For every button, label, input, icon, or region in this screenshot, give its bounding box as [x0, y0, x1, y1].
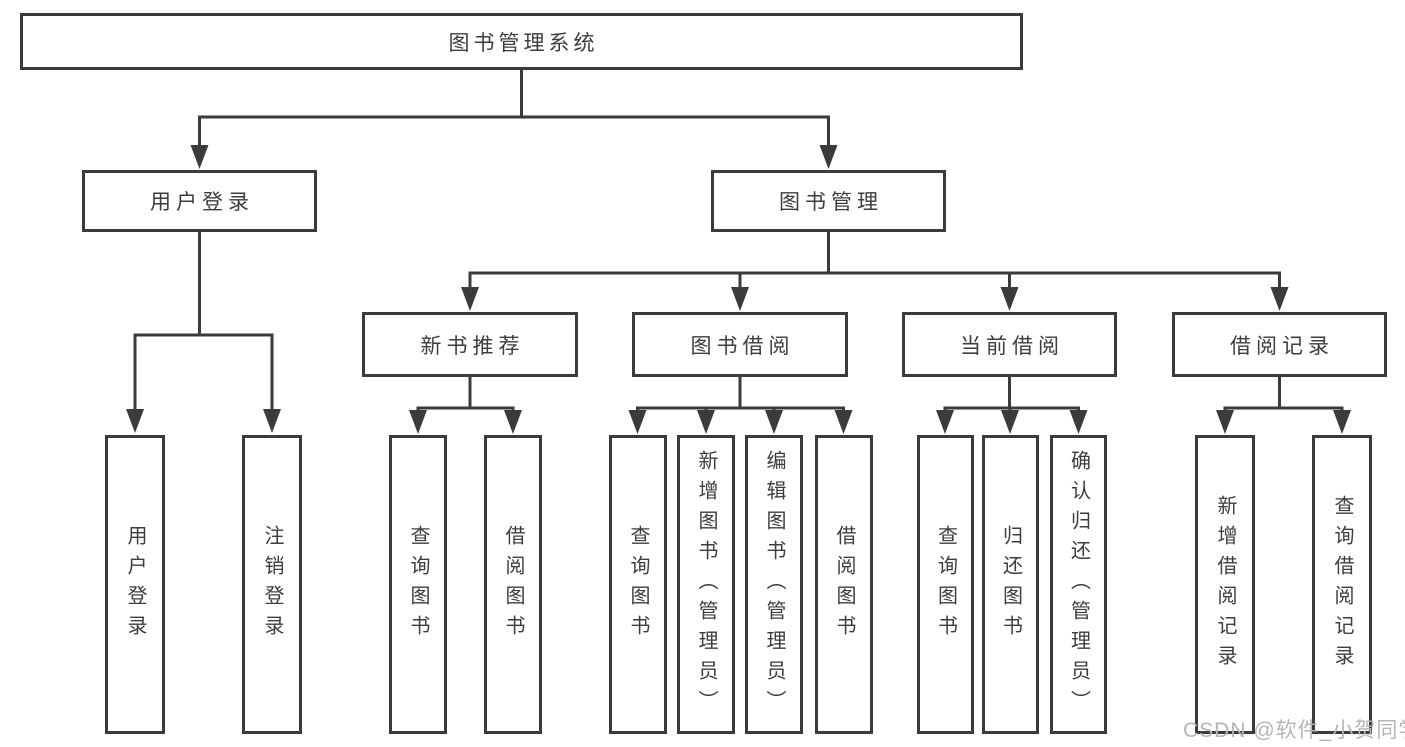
- leaf-borrow-books: 借阅图书: [815, 435, 873, 734]
- node-label: 借阅图书: [502, 524, 524, 645]
- node-label: 注销登录: [261, 524, 283, 645]
- node-label: 确认归还（管理员）: [1067, 449, 1090, 720]
- node-label: 当前借阅: [960, 334, 1064, 358]
- leaf-query-borrow-record: 查询借阅记录: [1312, 435, 1372, 734]
- node-label: 查询借阅记录: [1331, 494, 1353, 675]
- node-label: 借阅图书: [833, 524, 855, 645]
- node-label: 新增借阅记录: [1214, 494, 1236, 675]
- node-label: 图书借阅: [690, 334, 795, 358]
- leaf-return-books: 归还图书: [982, 435, 1039, 734]
- node-label: 用户登录: [124, 524, 146, 645]
- node-label: 借阅记录: [1230, 334, 1334, 358]
- leaf-query-books-borrow: 查询图书: [609, 435, 667, 734]
- node-book-borrow: 图书借阅: [632, 312, 848, 377]
- node-label: 归还图书: [999, 524, 1022, 645]
- watermark: CSDN @软件_小贺同学: [1183, 719, 1405, 742]
- node-label: 新增图书（管理员）: [695, 449, 717, 720]
- node-book-management: 图书管理: [711, 170, 946, 232]
- leaf-query-books-recommend: 查询图书: [389, 435, 447, 734]
- leaf-add-books-admin: 新增图书（管理员）: [677, 435, 735, 734]
- node-label: 用户登录: [150, 191, 254, 214]
- leaf-confirm-return-admin: 确认归还（管理员）: [1050, 435, 1107, 734]
- node-borrow-record: 借阅记录: [1172, 312, 1387, 377]
- arrowheads: [126, 145, 1351, 434]
- node-label: 查询图书: [407, 524, 429, 645]
- leaf-query-books-current: 查询图书: [917, 435, 974, 734]
- node-label: 新书推荐: [420, 334, 525, 358]
- node-current-borrow: 当前借阅: [902, 312, 1117, 377]
- node-label: 图书管理系统: [448, 31, 599, 55]
- leaf-logout: 注销登录: [242, 435, 302, 734]
- leaf-user-login: 用户登录: [105, 435, 165, 734]
- leaf-add-borrow-record: 新增借阅记录: [1195, 435, 1255, 734]
- node-label: 查询图书: [627, 524, 649, 645]
- node-library-management-system: 图书管理系统: [20, 13, 1023, 70]
- leaf-edit-books-admin: 编辑图书（管理员）: [745, 435, 803, 734]
- node-label: 编辑图书（管理员）: [763, 449, 785, 720]
- node-new-book-recommend: 新书推荐: [362, 312, 578, 377]
- node-label: 图书管理: [779, 191, 883, 214]
- leaf-borrow-books-recommend: 借阅图书: [484, 435, 542, 734]
- node-label: 查询图书: [934, 524, 957, 645]
- node-user-login: 用户登录: [82, 170, 317, 232]
